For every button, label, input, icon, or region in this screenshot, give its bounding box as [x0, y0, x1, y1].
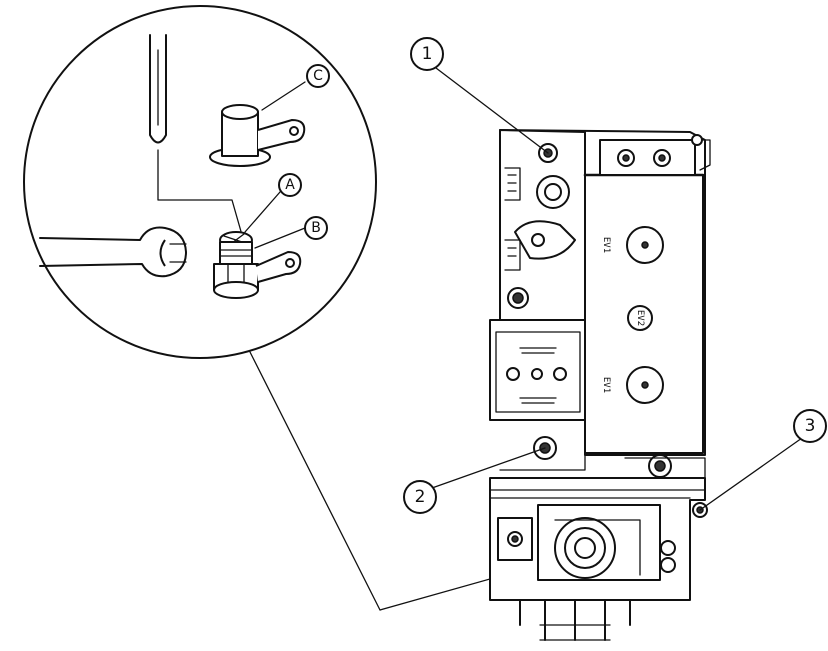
- magnifier-leader-left: [249, 351, 381, 611]
- label-b: B: [304, 216, 328, 240]
- svg-text:2: 2: [415, 487, 426, 507]
- detail-screw-ab: [213, 191, 306, 299]
- label-a: A: [278, 173, 302, 197]
- svg-text:1: 1: [422, 44, 433, 64]
- svg-text:A: A: [285, 177, 295, 193]
- screwdriver-icon: [149, 34, 243, 236]
- magnifier-circle: [23, 5, 377, 359]
- detail-cap-c: [209, 81, 306, 167]
- wrench-icon: [39, 226, 187, 278]
- svg-text:C: C: [313, 68, 323, 84]
- svg-text:B: B: [311, 220, 321, 236]
- mark-middle: EV2: [635, 310, 645, 326]
- callout-2: 2: [403, 447, 546, 514]
- svg-text:3: 3: [805, 416, 816, 436]
- label-c: C: [306, 64, 330, 88]
- mark-upper: EV1: [601, 237, 611, 253]
- callout-3: 3: [699, 409, 827, 511]
- callout-1: 1: [410, 37, 549, 154]
- coil-middle: [627, 305, 653, 331]
- mark-lower: EV1: [601, 377, 611, 393]
- gas-valve-body: EV1 EV2 EV1: [489, 129, 711, 641]
